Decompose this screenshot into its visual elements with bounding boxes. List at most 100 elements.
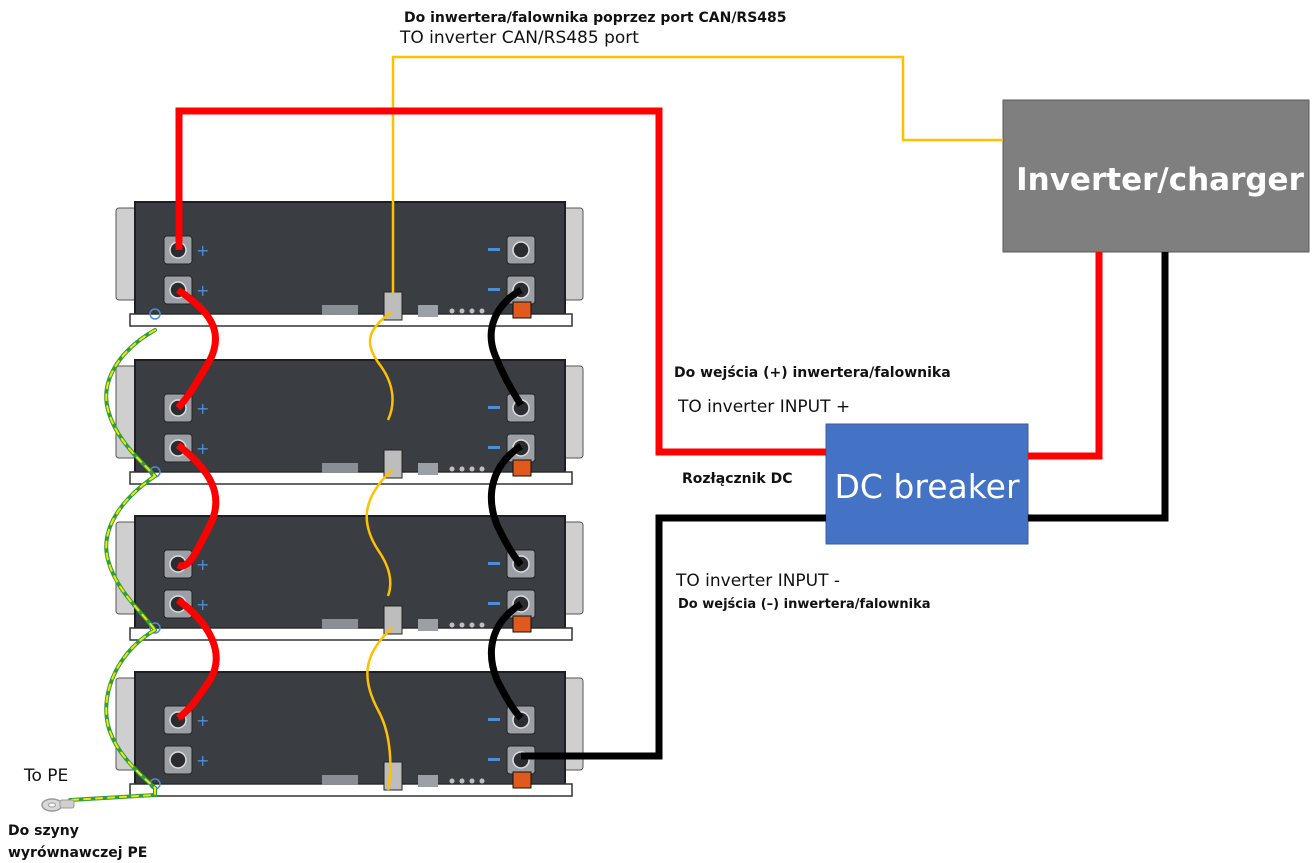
- left-bracket: [115, 207, 137, 301]
- positive-jumper-3: [175, 597, 220, 721]
- indicator-led: [479, 622, 485, 628]
- plus-icon: +: [196, 555, 209, 574]
- positive-main-wire: [175, 107, 826, 456]
- negative-wires: [487, 252, 1169, 760]
- breaker-to-inverter-positive: [1028, 252, 1103, 460]
- dip-switch: [322, 619, 358, 629]
- power-switch: [512, 615, 532, 633]
- comm-jumper-2: [365, 469, 393, 597]
- indicator-led: [459, 778, 465, 784]
- dip-switch: [322, 305, 358, 315]
- inverter-label: Inverter/charger: [1016, 162, 1304, 198]
- ground-wires: [68, 328, 157, 802]
- battery-module: ++: [115, 201, 584, 327]
- indicator-led: [449, 778, 455, 784]
- display-port: [418, 305, 438, 317]
- battery-module: ++: [115, 515, 584, 641]
- can-rs485-wire: [391, 55, 1003, 294]
- battery-module: ++: [115, 671, 584, 797]
- battery-base: [129, 313, 573, 327]
- indicator-led: [479, 466, 485, 472]
- battery-body: [134, 359, 566, 473]
- minus-icon: [488, 562, 500, 565]
- indicator-led: [469, 622, 475, 628]
- ground-jumper-2-yellow: [105, 475, 156, 631]
- minus-icon: [488, 288, 500, 291]
- indicator-led: [469, 308, 475, 314]
- indicator-led: [449, 308, 455, 314]
- battery-module: ++: [115, 359, 584, 485]
- indicator-led: [479, 308, 485, 314]
- indicator-led: [459, 622, 465, 628]
- minus-icon: [488, 758, 500, 761]
- comm-port: [383, 449, 403, 479]
- input-plus-label-en: TO inverter INPUT +: [677, 397, 850, 417]
- negative-jumper-1: [487, 286, 525, 407]
- indicator-led: [449, 622, 455, 628]
- ground-to-pe-yellow: [69, 787, 156, 801]
- terminal-socket: [512, 241, 530, 259]
- battery-stack: ++++++++: [115, 201, 584, 797]
- dip-switch: [322, 775, 358, 785]
- ground-jumper-1-yellow: [105, 329, 156, 477]
- indicator-led: [459, 308, 465, 314]
- can-label-en: TO inverter CAN/RS485 port: [399, 28, 639, 48]
- negative-main-wire: [521, 514, 826, 760]
- left-bracket: [115, 521, 137, 615]
- comm-jumper-3: [366, 627, 393, 791]
- input-minus-label-en: TO inverter INPUT -: [675, 571, 840, 591]
- inverter-charger: Inverter/charger: [1002, 99, 1310, 253]
- pe-label-en: To PE: [23, 766, 68, 786]
- plus-icon: +: [196, 281, 209, 300]
- comm-jumper-1: [368, 310, 394, 421]
- indicator-led: [469, 466, 475, 472]
- power-switch: [512, 771, 532, 789]
- negative-jumper-3: [487, 601, 524, 721]
- plus-icon: +: [196, 439, 209, 458]
- inverter-box: [1002, 99, 1310, 253]
- minus-icon: [488, 248, 500, 251]
- pe-label-pl-line2: wyrównawczej PE: [8, 845, 147, 861]
- ground-icon: [149, 308, 161, 320]
- can-label-pl: Do inwertera/falownika poprzez port CAN/…: [404, 10, 787, 26]
- dc-breaker-label: DC breaker: [834, 467, 1019, 506]
- negative-jumper-2: [487, 443, 524, 568]
- dc-breaker-box: [825, 423, 1029, 545]
- pe-ring-terminal-icon: [41, 798, 75, 812]
- minus-icon: [488, 602, 500, 605]
- positive-wires: [175, 107, 1103, 721]
- breaker-label-pl: Rozłącznik DC: [682, 471, 792, 487]
- positive-jumper-1: [175, 287, 219, 411]
- terminal-socket: [169, 751, 187, 769]
- comm-port: [383, 761, 403, 791]
- comm-port: [383, 605, 403, 635]
- display-port: [418, 619, 438, 631]
- pe-label-pl-line1: Do szyny: [8, 823, 79, 839]
- battery-base: [129, 471, 573, 485]
- plus-icon: +: [196, 399, 209, 418]
- plus-icon: +: [196, 241, 209, 260]
- ground-jumper-3-yellow: [105, 629, 156, 789]
- breaker-to-inverter-negative: [1028, 252, 1169, 522]
- input-plus-label-pl: Do wejścia (+) inwertera/falownika: [674, 365, 951, 381]
- indicator-led: [469, 778, 475, 784]
- display-port: [418, 775, 438, 787]
- plus-icon: +: [196, 595, 209, 614]
- plus-icon: +: [196, 711, 209, 730]
- input-minus-label-pl: Do wejścia (–) inwertera/falownika: [678, 597, 931, 612]
- power-switch: [512, 459, 532, 477]
- minus-icon: [488, 718, 500, 721]
- comm-wires: [365, 55, 1003, 791]
- positive-jumper-2: [175, 442, 220, 570]
- minus-icon: [488, 446, 500, 449]
- dip-switch: [322, 463, 358, 473]
- minus-icon: [488, 406, 500, 409]
- power-switch: [512, 301, 532, 319]
- display-port: [418, 463, 438, 475]
- indicator-led: [449, 466, 455, 472]
- plus-icon: +: [196, 751, 209, 770]
- dc-breaker: DC breaker: [825, 423, 1029, 545]
- battery-base: [129, 627, 573, 641]
